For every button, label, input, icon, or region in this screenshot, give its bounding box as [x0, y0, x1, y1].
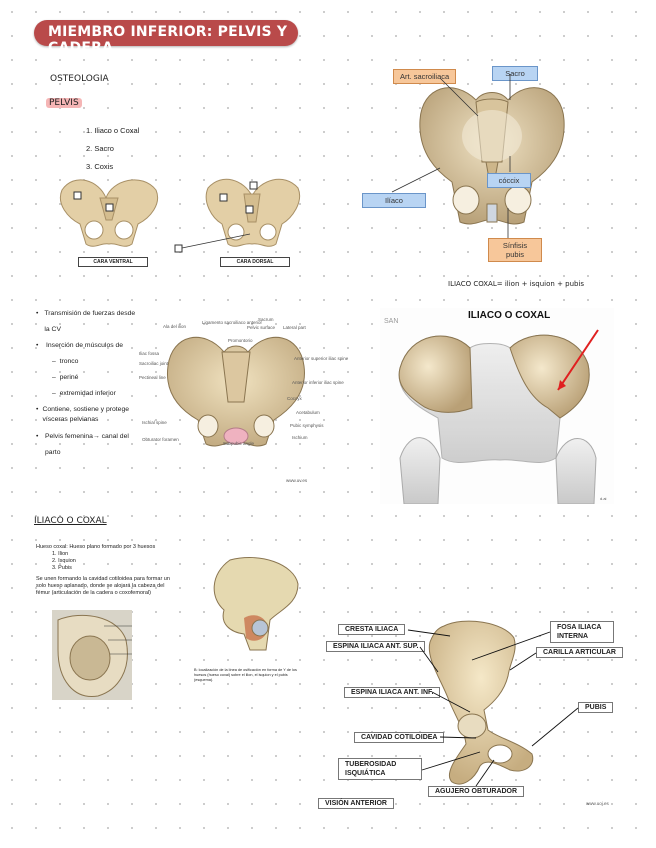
- diagram-label: Sacrum: [258, 317, 274, 322]
- diagram-label: Anterior superior iliac spine: [294, 356, 348, 361]
- list-item: 2. Sacro: [86, 140, 139, 158]
- acetabulum-image: [52, 610, 132, 700]
- list-item: – tronco: [36, 354, 136, 370]
- list-item: •Transmisión de fuerzas desde la CV: [36, 306, 136, 338]
- list-item: •Contiene, sostiene y protege vísceras p…: [36, 405, 136, 425]
- figure-caption: B: localización de la línea de osificaci…: [194, 668, 298, 683]
- top-right-leader-lines: [360, 60, 590, 250]
- osteologia-heading: OSTEOLOGIA: [50, 74, 109, 84]
- intro-text: Hueso coxal: Hueso plano formado por 3 h…: [36, 544, 176, 551]
- union-text: Se unen formando la cavidad cotiloidea p…: [36, 576, 176, 597]
- iliaco-photo: SAN ILIACO O COXAL d.ai: [380, 308, 614, 504]
- diagram-label: Iliac fossa: [139, 351, 159, 356]
- iliaco-coxal-note: ILIACO COXAL= ilion + isquion + pubis: [448, 280, 584, 288]
- diagram-label: Pubic symphysis: [290, 423, 324, 428]
- diagram-label: Anterior inferior iliac spine: [292, 380, 344, 385]
- diagram-label: Ischium: [292, 435, 308, 440]
- leader-line: [172, 230, 252, 260]
- diagram-label: Pelvic surface: [247, 325, 275, 330]
- diagram-label: Ischial spine: [142, 420, 167, 425]
- iliaco-section-heading: ILIACO O COXAL: [34, 516, 107, 526]
- list-item: – periné: [36, 370, 136, 386]
- pelvis-middle-diagram: [160, 326, 310, 450]
- diagram-label: Promontorio: [228, 338, 253, 343]
- pelvis-3d-image: [380, 308, 614, 504]
- list-item: •Pelvis femenina→ canal del parto: [36, 429, 136, 461]
- diagram-label: Obturator foramen: [142, 437, 179, 442]
- title-banner: MIEMBRO INFERIOR: PELVIS Y CADERA: [34, 20, 298, 46]
- bottom-leader-lines: [300, 600, 620, 810]
- diagram-label: Sacroiliac joint: [139, 361, 168, 366]
- list-item: – extremidad inferior: [36, 386, 136, 402]
- diagram-label: Pectineal line: [139, 375, 166, 380]
- list-item: •Inserción de músculos de: [36, 338, 136, 354]
- functions-list: •Transmisión de fuerzas desde la CV •Ins…: [36, 306, 136, 461]
- pelvis-ventral-image: [54, 172, 164, 252]
- hip-bone-lateral-image: [200, 554, 300, 654]
- page-title: MIEMBRO INFERIOR: PELVIS Y CADERA: [48, 24, 298, 56]
- list-item: 3. Pubis: [36, 565, 176, 572]
- diagram-label: Acetabulum: [296, 410, 320, 415]
- osteologia-list: 1. Iliaco o Coxal 2. Sacro 3. Coxis: [86, 122, 139, 176]
- list-item: 1. Ilion: [36, 551, 176, 558]
- diagram-label: Subpubic angle: [223, 441, 254, 446]
- caption-cara-ventral: CARA VENTRAL: [78, 257, 148, 267]
- diagram-label: Lateral part: [283, 325, 306, 330]
- diagram-label: Ala del ilion: [163, 324, 186, 329]
- diagram-footnote: www.uv.es: [286, 478, 307, 483]
- pelvis-subheading: PELVIS: [46, 98, 82, 108]
- photo-footnote: d.ai: [600, 496, 606, 501]
- list-item: 1. Iliaco o Coxal: [86, 122, 139, 140]
- iliaco-text-block: Hueso coxal: Hueso plano formado por 3 h…: [36, 544, 176, 597]
- diagram-label: Coccyx: [287, 396, 302, 401]
- caption-cara-dorsal: CARA DORSAL: [220, 257, 290, 267]
- list-item: 2. Isquion: [36, 558, 176, 565]
